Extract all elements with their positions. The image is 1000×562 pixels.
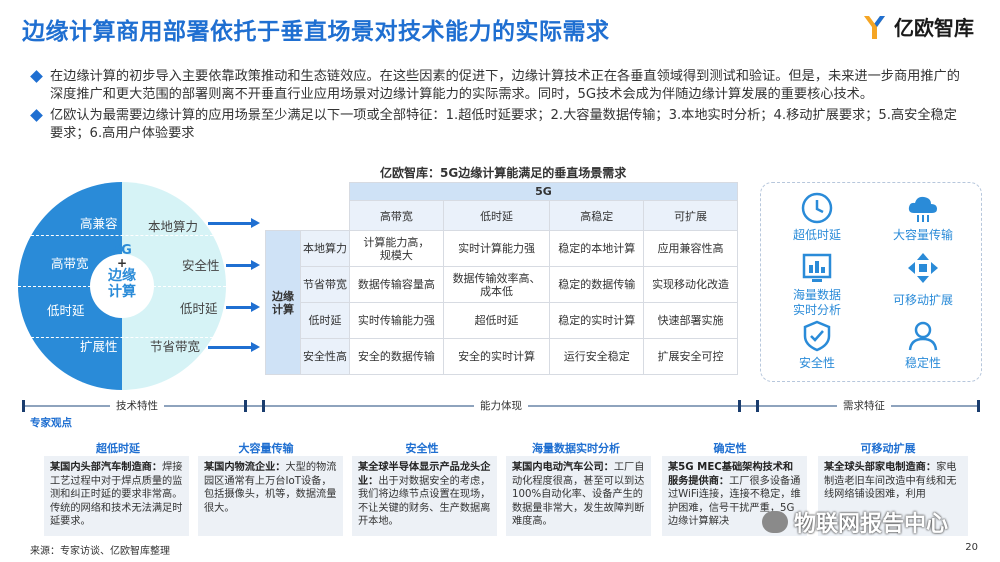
card-title: 安全性	[405, 442, 439, 455]
expert-card: 某全球半导体显示产品龙头企业：出于对数据安全的考虑，我们将边缘节点设置在现场，不…	[352, 456, 497, 536]
table-cell: 安全的实时计算	[442, 338, 551, 375]
clock-icon	[801, 192, 833, 224]
card-title: 大容量传输	[238, 442, 294, 455]
shield-check-icon	[803, 320, 831, 352]
table-row-header: 低时延	[300, 302, 350, 339]
ring-center	[90, 254, 154, 318]
table-cell: 数据传输容量高	[349, 266, 444, 303]
intro-bullets: 在边缘计算的初步导入主要依靠政策推动和生态链效应。在这些因素的促进下，边缘计算技…	[30, 68, 970, 146]
page-number: 20	[965, 542, 978, 553]
feature-item: 超低时延	[767, 191, 867, 243]
user-icon	[908, 321, 938, 351]
table-cell: 实时计算能力强	[442, 230, 551, 267]
card-title: 可移动扩展	[860, 442, 916, 455]
bullet-item: 亿欧认为最需要边缘计算的应用场景至少满足以下一项或全部特征：1.超低时延要求；2…	[30, 107, 970, 142]
table-cell: 稳定的数据传输	[549, 266, 645, 303]
expert-heading: 专家观点	[30, 417, 72, 429]
ring-label: 低时延	[180, 301, 218, 316]
feature-item: 安全性	[767, 319, 867, 371]
table-group-header: 5G	[349, 182, 738, 201]
watermark: 物联网报告中心	[762, 506, 948, 538]
table-cell: 实现移动化改造	[643, 266, 738, 303]
ring-label: 本地算力	[148, 219, 199, 234]
diamond-bullet-icon	[30, 70, 43, 83]
feature-item: 海量数据 实时分析	[767, 251, 867, 318]
ring-label: 高带宽	[51, 256, 89, 271]
table-side-header: 边缘 计算	[265, 230, 301, 375]
table-row-header: 安全性高	[300, 338, 350, 375]
arrow-right-icon	[208, 342, 260, 352]
ring-label: 节省带宽	[150, 339, 201, 354]
ring-label: 高兼容	[80, 216, 118, 231]
ring-label: 安全性	[182, 258, 220, 273]
axis-label-tech: 技术特性	[110, 398, 164, 413]
table-cell: 快速部署实施	[643, 302, 738, 339]
feature-item: 大容量传输	[873, 191, 973, 243]
card-title: 超低时延	[96, 442, 140, 455]
table-cell: 运行安全稳定	[549, 338, 645, 375]
table-cell: 计算能力高， 规模大	[349, 230, 444, 267]
table-column-header: 高稳定	[549, 200, 645, 231]
diamond-bullet-icon	[30, 109, 43, 122]
ring-label: 扩展性	[80, 339, 118, 354]
dashboard-icon	[802, 253, 832, 282]
feature-item: 可移动扩展	[873, 251, 973, 308]
expert-card: 某国内头部汽车制造商：焊接工艺过程中对于焊点质量的监测和纠正时延的要求非常高。传…	[44, 456, 189, 536]
scenario-table: 5G 高带宽 低时延 高稳定 可扩展 边缘 计算 本地算力 计算能力高， 规模大…	[265, 182, 738, 375]
axis-label-capability: 能力体现	[474, 398, 528, 413]
card-title: 海量数据实时分析	[532, 442, 620, 455]
page-title: 边缘计算商用部署依托于垂直场景对技术能力的实际需求	[22, 19, 610, 45]
chat-bubble-icon	[762, 511, 788, 533]
bullet-item: 在边缘计算的初步导入主要依靠政策推动和生态链效应。在这些因素的促进下，边缘计算技…	[30, 68, 970, 103]
expert-card: 某国内物流企业：大型的物流园区通常有上万台IoT设备，包括摄像头，机等，数据流量…	[198, 456, 343, 536]
table-cell: 稳定的实时计算	[549, 302, 645, 339]
table-title: 亿欧智库：5G边缘计算能满足的垂直场景需求	[380, 166, 627, 180]
brand-logo: 亿欧智库	[862, 12, 974, 41]
cloud-icon	[908, 196, 937, 222]
expert-card: 某全球头部家电制造商：家电制造老旧车间改造中有线和无线网络铺设困难，利用	[818, 456, 968, 536]
table-cell: 实时传输能力强	[349, 302, 444, 339]
table-cell: 安全的数据传输	[349, 338, 444, 375]
table-row: 低时延 实时传输能力强 超低时延 稳定的实时计算 快速部署实施	[266, 302, 738, 339]
ring-divider	[26, 337, 218, 338]
axis-label-demand: 需求特征	[837, 398, 891, 413]
ring-center-label: 5G + 边缘 计算	[108, 243, 136, 300]
table-row: 边缘 计算 本地算力 计算能力高， 规模大 实时计算能力强 稳定的本地计算 应用…	[265, 230, 738, 375]
table-row: 安全性高 安全的数据传输 安全的实时计算 运行安全稳定 扩展安全可控	[266, 338, 738, 375]
table-cell: 应用兼容性高	[643, 230, 738, 267]
table-cell: 稳定的本地计算	[549, 230, 645, 267]
table-column-header: 可扩展	[643, 200, 738, 231]
card-title: 确定性	[713, 442, 747, 455]
table-row-header: 节省带宽	[300, 266, 350, 303]
table-row-header: 本地算力	[300, 230, 350, 267]
table-column-header: 低时延	[442, 200, 551, 231]
arrow-right-icon	[226, 260, 260, 270]
source-note: 来源：专家访谈、亿欧智库整理	[30, 546, 170, 557]
table-row: 节省带宽 数据传输容量高 数据传输效率高、 成本低 稳定的数据传输 实现移动化改…	[266, 266, 738, 303]
table-column-header: 高带宽	[349, 200, 444, 231]
table-cell: 数据传输效率高、 成本低	[442, 266, 551, 303]
ring-label: 低时延	[47, 303, 85, 318]
arrow-right-icon	[226, 302, 260, 312]
logo-text: 亿欧智库	[894, 16, 974, 40]
feature-item: 稳定性	[873, 319, 973, 371]
table-cell: 超低时延	[442, 302, 551, 339]
logo-mark-icon	[862, 13, 888, 41]
ring-divider	[26, 235, 218, 236]
move-arrows-icon	[908, 253, 938, 283]
expert-card: 某国内电动汽车公司：工厂自动化程度很高，甚至可以到达100%自动化率、设备产生的…	[506, 456, 651, 536]
demand-features-panel: 超低时延 大容量传输 海量数据 实时分析 可移动扩展 安全性	[760, 182, 982, 382]
table-cell: 扩展安全可控	[643, 338, 738, 375]
arrow-right-icon	[208, 218, 260, 228]
